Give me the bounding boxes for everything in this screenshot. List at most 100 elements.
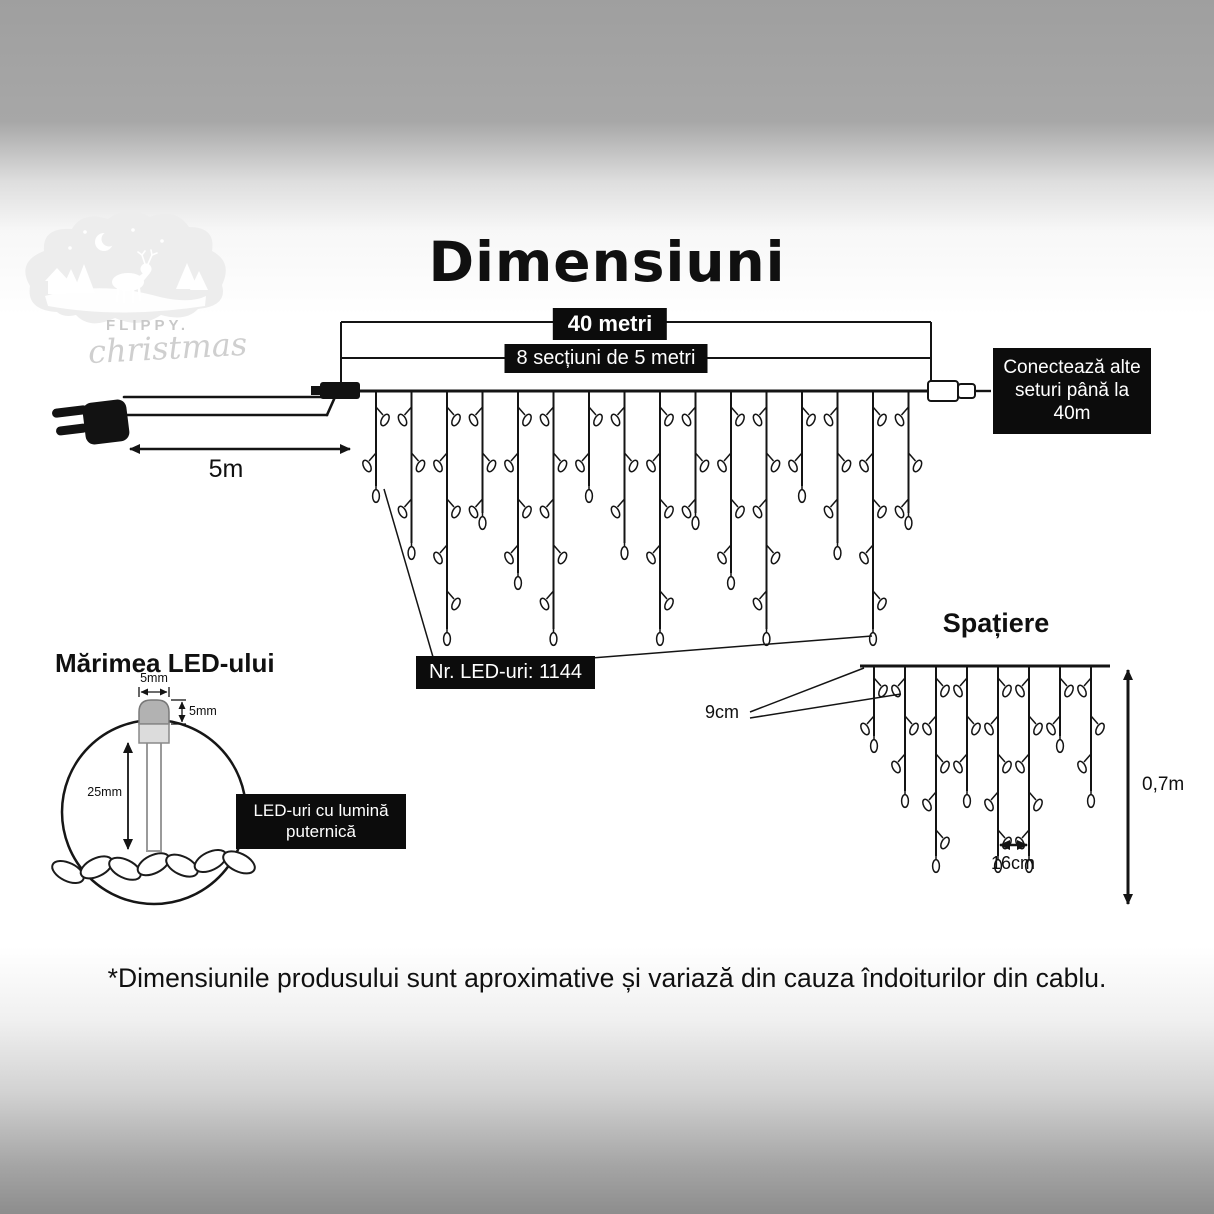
led-bulb-icon <box>877 505 887 519</box>
led-bulb-icon <box>1015 684 1025 698</box>
deer-neck <box>138 271 150 284</box>
led-bulb-icon <box>371 488 381 504</box>
led-bulb-cap <box>138 699 170 725</box>
led-bulb-icon <box>823 505 834 519</box>
disclaimer: *Dimensiunile produsului sunt aproximati… <box>107 963 1107 993</box>
spacing-title: Spațiere <box>942 608 1050 638</box>
led-bulb-icon <box>894 413 905 427</box>
bulb-height-label: 5mm <box>189 704 217 718</box>
star-icon <box>160 239 164 243</box>
led-bulb-icon <box>451 597 461 611</box>
led-count-label: Nr. LED-uri: 1144 <box>416 656 596 689</box>
logo-scene <box>45 228 208 313</box>
led-bulb-icon <box>833 545 842 561</box>
led-bulb-icon <box>1046 722 1056 736</box>
led-bulb-icon <box>859 551 869 565</box>
led-bulb-body <box>138 723 170 744</box>
led-brightness-note: LED-uri cu lumină puternică <box>236 794 406 849</box>
led-bulb-icon <box>380 413 390 427</box>
led-bulb-icon <box>1015 836 1025 850</box>
led-height-label: 25mm <box>87 785 122 799</box>
led-bulb-icon <box>904 515 913 531</box>
spacing-icicle-drops <box>860 666 1105 874</box>
led-bulb-icon <box>549 631 558 647</box>
led-bulb-icon <box>451 413 461 427</box>
logo <box>25 210 226 324</box>
led-bulb-icon <box>504 459 514 473</box>
led-bulb-icon <box>699 459 710 473</box>
led-bulb-icon <box>860 722 870 736</box>
led-bulb-icon <box>1002 760 1012 774</box>
led-bulb-icon <box>539 413 550 427</box>
led-bulb-icon <box>1024 858 1034 874</box>
led-bulb-icon <box>397 413 408 427</box>
led-bulb-icon <box>522 505 532 519</box>
led-bulb-icon <box>1095 722 1105 736</box>
led-bulb-icon <box>655 631 665 647</box>
drop-height-label: 0,7m <box>1142 774 1185 795</box>
led-bulb-icon <box>468 505 479 519</box>
led-bulb-icon <box>931 858 941 874</box>
rope-strand <box>165 853 199 878</box>
led-bulb-icon <box>752 505 763 519</box>
led-bulb-icon <box>993 858 1003 874</box>
led-bulb-icon <box>575 459 585 473</box>
led-bulb-icon <box>539 597 550 611</box>
logo-brand: FLIPPY. <box>106 317 190 334</box>
led-size-diagram <box>51 687 256 906</box>
led-tube <box>146 740 162 852</box>
led-bulb-icon <box>691 515 700 531</box>
led-bulb-icon <box>752 413 763 427</box>
led-bulb-icon <box>646 551 656 565</box>
led-bulb-icon <box>557 459 568 473</box>
led-bulb-icon <box>735 505 745 519</box>
led-bulb-icon <box>1015 760 1025 774</box>
led-count-pointers <box>383 488 873 661</box>
led-bulb-icon <box>646 459 656 473</box>
sections-label: 8 secțiuni de 5 metri <box>504 344 708 373</box>
led-bulb-icon <box>900 793 910 809</box>
led-bulb-icon <box>877 597 887 611</box>
led-bulb-icon <box>953 760 963 774</box>
bulb-width-measure <box>138 687 170 697</box>
led-bulb-icon <box>823 413 834 427</box>
lead-wire <box>122 395 337 417</box>
led-bulb-icon <box>922 722 932 736</box>
led-bulb-icon <box>628 459 639 473</box>
led-bulb-icon <box>726 575 736 591</box>
total-length-label: 40 metri <box>552 308 668 340</box>
led-bulb-icon <box>681 413 692 427</box>
wire-connector <box>311 382 360 399</box>
led-bulb-icon <box>841 459 852 473</box>
led-bulb-icon <box>1086 793 1096 809</box>
led-bulb-icon <box>877 413 887 427</box>
connect-note: Conectează alte seturi până la 40m <box>993 348 1151 434</box>
led-bulb-icon <box>433 459 443 473</box>
led-bulb-icon <box>717 459 727 473</box>
led-bulb-icon <box>894 505 905 519</box>
rope-strand <box>108 856 142 881</box>
led-bulb-icon <box>442 631 452 647</box>
wire-spacing-pointers <box>749 667 902 719</box>
led-bulb-icon <box>984 722 994 736</box>
led-bulb-icon <box>681 505 692 519</box>
led-bulb-icon <box>735 413 745 427</box>
led-bulb-icon <box>362 459 372 473</box>
led-bulb-icon <box>1077 684 1087 698</box>
led-bulb-icon <box>478 515 487 531</box>
deer-antlers <box>137 249 158 265</box>
led-bulb-icon <box>397 505 408 519</box>
tree-icon <box>190 271 208 290</box>
led-bulb-icon <box>1077 760 1087 774</box>
twisted-wire <box>51 849 256 884</box>
led-bulb-icon <box>468 413 479 427</box>
led-bulb-icon <box>584 488 594 504</box>
led-bulb-icon <box>770 459 781 473</box>
led-bulb-icon <box>788 459 798 473</box>
led-bulb-icon <box>797 488 807 504</box>
led-bulb-icon <box>486 459 497 473</box>
led-bulb-icon <box>620 545 629 561</box>
led-bulb-icon <box>770 551 781 565</box>
snow-ground <box>45 288 206 313</box>
